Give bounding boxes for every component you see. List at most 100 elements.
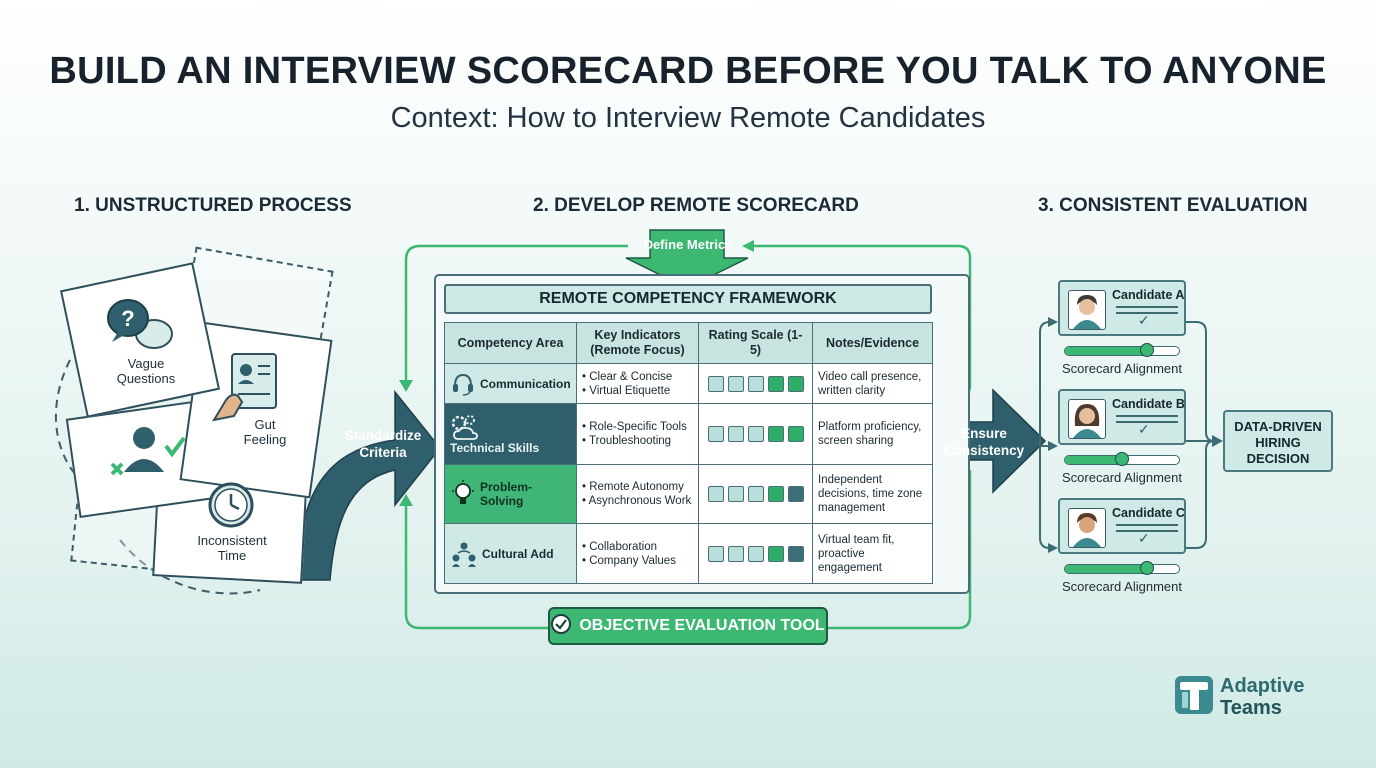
competency-table: Competency Area Key Indicators (Remote F…	[444, 322, 933, 584]
rating-square-filled	[747, 426, 764, 442]
competency-area-label: Technical Skills	[450, 441, 540, 456]
gears-cloud-icon	[451, 414, 478, 440]
loop-line-bottom-right	[828, 470, 972, 630]
section-heading-unstructured: 1. UNSTRUCTURED PROCESS	[74, 195, 352, 216]
rating-square-empty	[787, 486, 804, 503]
candidate-mismatch-icon	[110, 427, 186, 476]
scorecard-alignment-label: Scorecard Alignment	[1062, 361, 1182, 376]
rating-square-filled	[727, 486, 744, 503]
column-header: Notes/Evidence	[812, 322, 933, 364]
rating-scale	[704, 375, 807, 392]
ensure-consistency-label: Ensure Consistency	[943, 426, 1025, 458]
rating-scale	[704, 426, 807, 442]
logo-line-1: Adaptive	[1220, 675, 1305, 697]
scorecard-alignment-bar	[1064, 561, 1180, 575]
scorecard-alignment-label: Scorecard Alignment	[1062, 470, 1182, 485]
notes-evidence: Independent decisions, time zone managem…	[812, 463, 933, 525]
rating-square-filled	[767, 426, 784, 442]
clock-icon	[208, 482, 254, 528]
rating-square-filled	[747, 486, 764, 503]
rating-square-filled	[767, 486, 784, 503]
notes-evidence: Virtual team fit, proactive engagement	[812, 523, 933, 584]
rating-scale	[704, 486, 807, 503]
inconsistent-time-label: Inconsistent Time	[197, 533, 267, 563]
competency-area-label: Communication	[480, 376, 571, 391]
notes-evidence: Video call presence, written clarity	[812, 362, 933, 405]
rating-square-filled	[747, 545, 764, 562]
notes-evidence: Platform proficiency, screen sharing	[812, 403, 933, 465]
rating-square-filled	[727, 545, 744, 562]
indicator: Asynchronous Work	[582, 494, 693, 508]
question-bubble-icon: ?	[107, 299, 173, 349]
standardize-arrow	[295, 389, 441, 581]
objective-evaluation-label: OBJECTIVE EVALUATION TOOL	[579, 617, 825, 634]
rating-square-filled	[727, 375, 744, 392]
loop-line-bottom-left	[404, 500, 548, 630]
rating-square-filled	[707, 426, 724, 442]
lightbulb-icon	[452, 480, 474, 505]
adaptive-teams-logo-mark	[1175, 676, 1213, 714]
rating-square-filled	[707, 545, 724, 562]
objective-evaluation-tool: OBJECTIVE EVALUATION TOOL	[548, 607, 828, 645]
table-row: Communication Clear & ConciseVirtual Eti…	[444, 362, 933, 405]
rating-square-empty	[787, 545, 804, 562]
scorecard-alignment-bar	[1064, 343, 1180, 357]
scorecard-alignment-label: Scorecard Alignment	[1062, 579, 1182, 594]
rating-square-filled	[707, 486, 724, 503]
loop-line-top-left	[404, 244, 628, 388]
competency-area-label: Cultural Add	[482, 546, 554, 561]
define-arrow	[625, 229, 749, 289]
standardize-criteria-label: Standardize Criteria	[344, 428, 422, 460]
vague-questions-label: Vague Questions	[116, 356, 176, 386]
table-row: Cultural Add CollaborationCompany Values…	[444, 523, 933, 584]
indicator: Clear & Concise	[582, 370, 693, 384]
indicator: Role-Specific Tools	[582, 420, 693, 434]
page-title: BUILD AN INTERVIEW SCORECARD BEFORE YOU …	[49, 50, 1327, 92]
rating-square-filled	[707, 375, 724, 392]
rating-square-empty	[787, 426, 804, 442]
checkmark-icon: ✓	[1138, 421, 1150, 437]
gut-feeling-label: Gut Feeling	[243, 417, 287, 447]
table-row: Technical Skills Role-Specific ToolsTrou…	[444, 403, 933, 465]
rating-square-filled	[787, 375, 804, 392]
rating-scale	[704, 545, 807, 562]
page-subtitle: Context: How to Interview Remote Candida…	[390, 102, 986, 134]
person-icon	[1073, 404, 1101, 438]
column-header: Rating Scale (1-5)	[698, 322, 813, 364]
rating-square-filled	[747, 375, 764, 392]
checkmark-icon: ✓	[1138, 530, 1150, 546]
indicator: Virtual Etiquette	[582, 384, 693, 398]
rating-square-filled	[727, 426, 744, 442]
rating-square-filled	[767, 375, 784, 392]
candidate-card-a: Candidate A ✓	[1058, 280, 1186, 336]
candidate-name: Candidate A	[1112, 288, 1185, 302]
check-circle-icon	[551, 613, 572, 634]
avatar	[1068, 290, 1106, 330]
candidate-card-b: Candidate B ✓	[1058, 389, 1186, 445]
table-row: Problem-Solving Remote AutonomyAsynchron…	[444, 463, 933, 525]
checkmark-icon: ✓	[1138, 312, 1150, 328]
indicator: Troubleshooting	[582, 434, 693, 448]
candidate-card-c: Candidate C ✓	[1058, 498, 1186, 554]
define-metrics-label: Define Metrics	[643, 237, 733, 252]
hiring-decision-box: DATA-DRIVEN HIRING DECISION	[1223, 410, 1333, 472]
headset-icon	[453, 373, 473, 396]
indicator: Remote Autonomy	[582, 480, 693, 494]
team-icon	[452, 542, 476, 567]
column-header: Key Indicators (Remote Focus)	[576, 322, 699, 364]
svg-text:?: ?	[121, 306, 134, 331]
rating-square-filled	[767, 545, 784, 562]
section-heading-evaluation: 3. CONSISTENT EVALUATION	[1038, 195, 1308, 216]
competency-area-label: Problem-Solving	[480, 480, 533, 509]
candidate-name: Candidate B	[1112, 397, 1185, 411]
candidate-name: Candidate C	[1112, 506, 1185, 520]
avatar	[1068, 399, 1106, 439]
id-card-hand-icon	[211, 353, 277, 422]
dashed-curve-bottom	[119, 539, 261, 595]
column-header: Competency Area	[444, 322, 577, 364]
scorecard-alignment-bar	[1064, 452, 1180, 466]
adaptive-teams-logo: Adaptive Teams	[1220, 675, 1304, 719]
indicator: Company Values	[582, 554, 693, 568]
logo-line-2: Teams	[1220, 697, 1282, 719]
indicator: Collaboration	[582, 540, 693, 554]
